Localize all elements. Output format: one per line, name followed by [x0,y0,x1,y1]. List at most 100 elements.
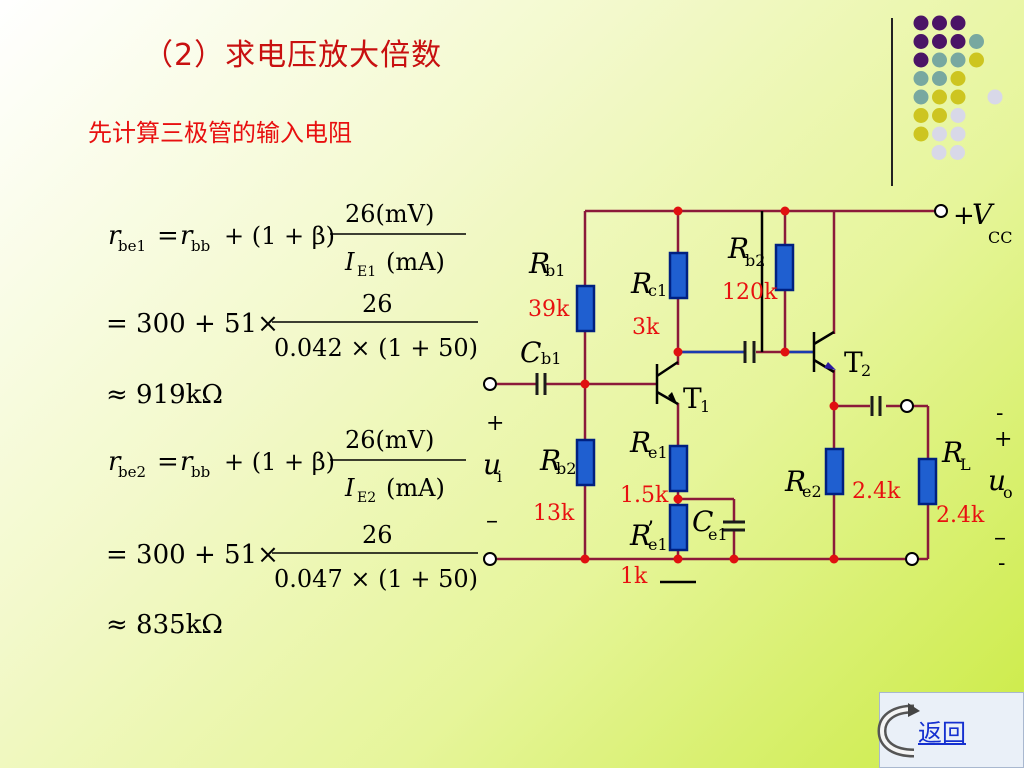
svg-text:b1: b1 [541,349,561,368]
svg-text:+: + [486,411,504,436]
back-button[interactable]: 返回 [877,692,1024,768]
svg-text:+: + [994,427,1012,452]
svg-text:’: ’ [647,518,654,543]
svg-text:1: 1 [700,397,710,416]
back-button-label: 返回 [918,719,966,747]
decorative-dot [950,145,965,160]
svg-text:R: R [727,232,749,265]
svg-text:r: r [180,447,194,477]
svg-text:b1: b1 [545,261,565,280]
decorative-dot [950,52,966,68]
circuit-diagram: + V CC R b1 39k R c1 3k R b2 120k C b1 T… [483,198,1013,589]
formula-rbe1-substitution: = 300 + 51× 26 0.042 × (1 + 50) [106,290,478,362]
svg-text:R: R [784,465,806,498]
decorative-dot [931,145,947,160]
decorative-divider [891,18,893,186]
label-t2: T 2 [844,346,871,380]
svg-text:be2: be2 [118,463,146,481]
svg-text:I: I [344,248,355,276]
formula-rbe1-result: ≈ 919kΩ [106,380,223,410]
svg-text:-: - [996,401,1003,426]
label-ce1: C e1 [692,505,728,544]
svg-text:E2: E2 [357,490,376,506]
svg-text:e1: e1 [648,535,668,554]
label-rb2-top: R b2 120k [722,232,778,305]
formula-rbe2: r be2 = r bb + (1 + β) 26(mV) I E2 (mA) [108,426,466,506]
decorative-dot [913,34,929,49]
svg-text:26(mV): 26(mV) [345,200,434,228]
label-rl: R L 2.4k [936,436,985,528]
formula-panel: r be1 = r bb + (1 + β) 26(mV) I E1 (mA) … [106,200,478,640]
svg-text:–: – [486,506,498,534]
decorative-dot [913,71,929,86]
svg-text:CC: CC [988,228,1012,247]
svg-text:3k: 3k [632,315,660,340]
svg-text:R: R [629,519,651,552]
svg-text:13k: 13k [533,501,575,526]
decorative-dot [950,108,966,123]
svg-text:V: V [972,198,995,231]
svg-text:R: R [941,436,963,469]
label-uo: - + u o – - [988,401,1013,576]
svg-text:e2: e2 [802,482,822,501]
svg-text:bb: bb [191,237,210,255]
transistor-t2 [812,330,835,374]
svg-text:-: - [998,551,1005,576]
svg-text:=: = [157,221,179,251]
node-dots [580,206,839,564]
decorative-dot [932,108,947,123]
decorative-dot [950,71,966,86]
formula-rbe1: r be1 = r bb + (1 + β) 26(mV) I E1 (mA) [108,200,466,280]
svg-text:R: R [528,247,550,280]
label-vcc: + V CC [953,198,1012,247]
svg-text:e1: e1 [708,525,728,544]
svg-text:T: T [844,346,863,379]
svg-text:E1: E1 [357,264,376,280]
decorative-dot [932,52,947,68]
label-re2: R e2 2.4k [784,465,901,504]
svg-text:2: 2 [861,361,871,380]
svg-text:0.042 × (1 + 50): 0.042 × (1 + 50) [274,334,478,362]
decorative-dot [950,34,966,49]
svg-text:b2: b2 [556,459,576,478]
svg-text:= 300 + 51×: = 300 + 51× [106,540,279,570]
svg-text:C: C [520,336,541,369]
slide-title: （2）求电压放大倍数 [143,38,443,73]
decorative-dot [932,34,947,49]
decorative-dot [969,52,984,68]
decorative-dot [950,126,966,142]
svg-text:2.4k: 2.4k [936,503,985,528]
svg-text:u: u [483,448,501,481]
svg-text:i: i [497,467,502,486]
svg-text:1.5k: 1.5k [620,483,669,508]
decorative-dot [932,89,947,105]
svg-text:r: r [108,221,122,251]
svg-text:(mA): (mA) [386,248,445,276]
svg-text:be1: be1 [118,237,146,255]
decorative-dot [913,89,929,105]
svg-text:c1: c1 [648,281,667,300]
svg-text:C: C [692,505,713,538]
decorative-dot [950,89,966,105]
svg-text:R: R [539,444,561,477]
svg-text:+: + [953,201,975,231]
svg-text:0.047 × (1 + 50): 0.047 × (1 + 50) [274,565,478,593]
svg-text:–: – [994,523,1006,551]
transistor-t1 [655,360,679,406]
svg-text:R: R [629,426,651,459]
label-rb2-bottom: R b2 13k [533,444,576,526]
decorative-dot [913,15,929,31]
svg-text:2.4k: 2.4k [852,479,901,504]
label-re1-prime: R e1 ’ 1k [620,518,668,589]
svg-text:+ (1 + β): + (1 + β) [224,222,335,250]
svg-text:r: r [180,221,194,251]
decorative-dot [913,52,929,68]
svg-text:o: o [1003,483,1013,502]
decorative-dot [987,89,1003,105]
decorative-dot-grid [913,15,1003,160]
capacitor-plates [535,341,882,532]
resistors [575,243,938,552]
slide-subtitle: 先计算三极管的输入电阻 [88,119,352,147]
decorative-dot [932,15,947,31]
svg-text:26: 26 [362,521,393,549]
